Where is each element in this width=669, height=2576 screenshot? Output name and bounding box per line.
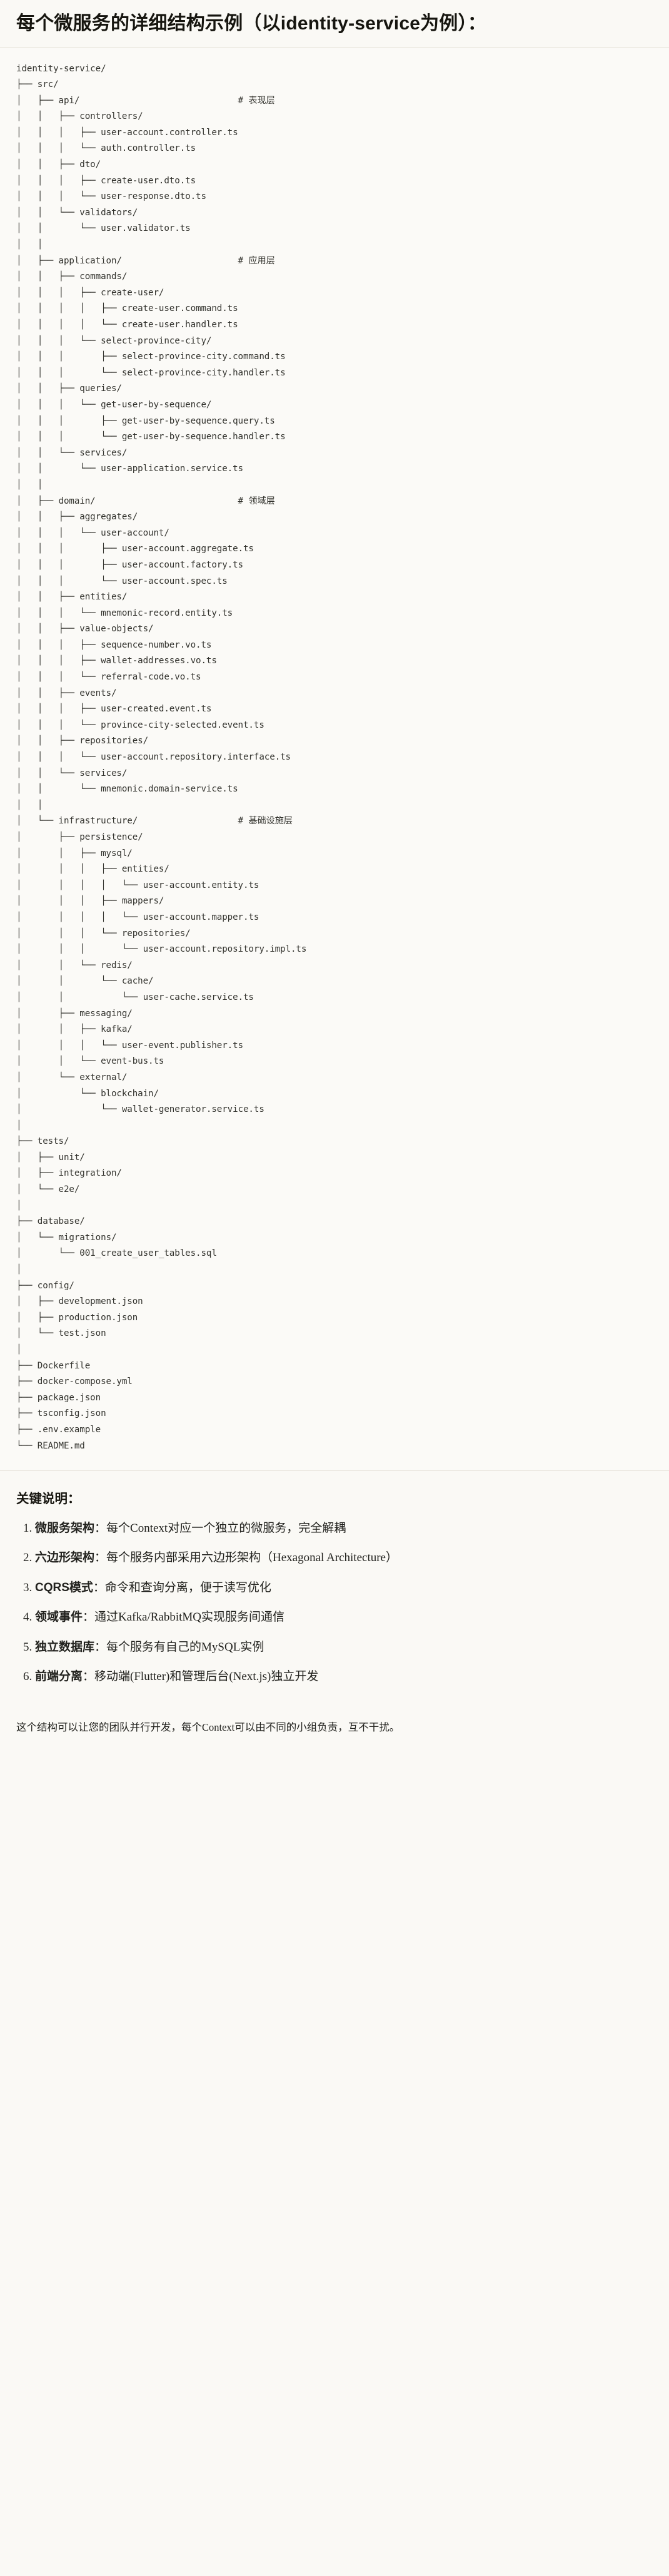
key-point-separator: ： — [94, 1640, 107, 1654]
key-point-desc: 每个服务内部采用六边形架构（Hexagonal Architecture） — [106, 1551, 398, 1565]
key-point-separator: ： — [83, 1670, 95, 1684]
list-item: 独立数据库：每个服务有自己的MySQL实例 — [35, 1638, 653, 1656]
key-point-term: 六边形架构 — [35, 1551, 95, 1565]
key-point-separator: ： — [93, 1581, 105, 1594]
list-item: 六边形架构：每个服务内部采用六边形架构（Hexagonal Architectu… — [35, 1549, 653, 1567]
key-point-term: 前端分离 — [35, 1670, 83, 1684]
key-point-separator: ： — [94, 1551, 107, 1565]
key-point-term: CQRS模式 — [35, 1581, 93, 1594]
key-point-separator: ： — [94, 1521, 107, 1535]
list-item: 领域事件：通过Kafka/RabbitMQ实现服务间通信 — [35, 1608, 653, 1626]
key-point-desc: 每个服务有自己的MySQL实例 — [106, 1640, 264, 1654]
directory-tree-block: identity-service/ ├── src/ │ ├── api/ # … — [0, 47, 669, 1471]
document-page: 每个微服务的详细结构示例（以identity-service为例）： ident… — [0, 0, 669, 1753]
tree-divider — [0, 1470, 669, 1472]
list-item: 前端分离：移动端(Flutter)和管理后台(Next.js)独立开发 — [35, 1667, 653, 1686]
list-item: CQRS模式：命令和查询分离，便于读写优化 — [35, 1579, 653, 1597]
closing-paragraph: 这个结构可以让您的团队并行开发，每个Context可以由不同的小组负责，互不干扰… — [16, 1721, 400, 1733]
title-divider — [0, 46, 669, 48]
key-point-separator: ： — [83, 1611, 95, 1624]
key-point-term: 独立数据库 — [35, 1640, 95, 1654]
key-points-section: 关键说明： 微服务架构：每个Context对应一个独立的微服务，完全解耦 六边形… — [0, 1471, 669, 1702]
directory-tree: identity-service/ ├── src/ │ ├── api/ # … — [16, 63, 307, 1451]
key-point-term: 微服务架构 — [35, 1521, 95, 1535]
page-title: 每个微服务的详细结构示例（以identity-service为例）： — [16, 13, 486, 34]
key-point-desc: 每个Context对应一个独立的微服务，完全解耦 — [106, 1521, 346, 1535]
key-points-title: 关键说明： — [16, 1492, 81, 1507]
key-point-desc: 通过Kafka/RabbitMQ实现服务间通信 — [94, 1611, 285, 1624]
key-point-term: 领域事件 — [35, 1611, 83, 1624]
key-points-list: 微服务架构：每个Context对应一个独立的微服务，完全解耦 六边形架构：每个服… — [16, 1519, 653, 1686]
list-item: 微服务架构：每个Context对应一个独立的微服务，完全解耦 — [35, 1519, 653, 1537]
key-point-desc: 移动端(Flutter)和管理后台(Next.js)独立开发 — [94, 1670, 319, 1684]
key-point-desc: 命令和查询分离，便于读写优化 — [104, 1581, 271, 1594]
